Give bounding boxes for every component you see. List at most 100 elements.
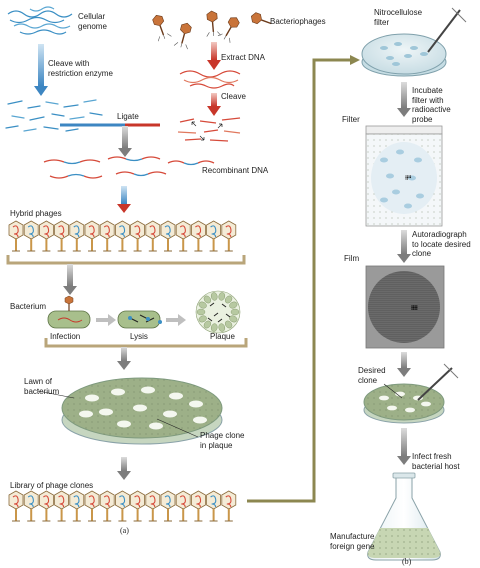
plaque-phage [209, 302, 215, 307]
label-plaque: Plaque [210, 332, 235, 341]
phage-icon [175, 490, 191, 522]
phage-dna-strands [179, 70, 241, 89]
filter-spot [380, 46, 388, 50]
cellular-genome-dna [7, 6, 73, 35]
probe-signal [405, 175, 407, 177]
desired-clone-dish [363, 363, 459, 424]
label-filter: Filter [342, 115, 360, 124]
plaque-leader [156, 418, 199, 438]
film-signal [412, 305, 415, 307]
film-signal [416, 306, 418, 309]
film-signal [416, 305, 418, 307]
phage-icon [206, 490, 222, 522]
phage-icon [160, 490, 176, 522]
label-nitrocellulose-filter: Nitrocellulose filter [374, 8, 423, 27]
infection-cycle [44, 290, 248, 348]
probe-signal [408, 175, 410, 177]
lawn-leader [37, 390, 75, 399]
arrow-to-lawn [117, 347, 131, 370]
lawn-plaque [163, 410, 177, 418]
plaque-cell [218, 323, 226, 332]
arrow-to-library [117, 457, 131, 480]
lawn-plaque [141, 386, 155, 394]
film-signal [412, 308, 415, 310]
label-cellular-genome: Cellular genome [78, 12, 107, 31]
label-hybrid-phages: Hybrid phages [10, 209, 62, 218]
filter-spot [408, 175, 416, 181]
filter-spot [392, 62, 400, 66]
label-cleave: Cleave [221, 92, 246, 101]
phage-icon [190, 490, 206, 522]
arrow-to-desired [397, 352, 411, 377]
arrow-autoradiograph [397, 230, 411, 263]
plaque-phage [213, 312, 219, 317]
bacterium-cell [47, 295, 91, 329]
lawn-plaque [111, 388, 125, 396]
phage-icon [39, 490, 54, 522]
plaque-cell [198, 301, 207, 309]
label-ligate: Ligate [117, 112, 139, 121]
lawn-plaque [85, 394, 99, 402]
label-bacteriophages: Bacteriophages [270, 17, 326, 26]
filter-spot [392, 189, 400, 195]
filter-spot [380, 157, 388, 163]
probe-signal [405, 176, 407, 179]
probe-signal [409, 175, 412, 177]
plaque-cell [224, 295, 233, 304]
plaque-phage [217, 318, 223, 323]
phage-icon [54, 220, 69, 252]
phage-icon [130, 490, 146, 522]
filter-spot [404, 54, 412, 58]
label-extract-dna: Extract DNA [221, 53, 266, 62]
cleaved-phage-dna [177, 117, 241, 142]
label-lysis: Lysis [130, 332, 148, 341]
phage-icon [160, 220, 176, 252]
film-signal [411, 308, 413, 310]
film-square [365, 265, 445, 349]
filter-square [365, 125, 443, 227]
phage-icon [206, 220, 222, 252]
phage-icon [84, 490, 100, 522]
label-bacterium: Bacterium [10, 302, 47, 311]
film-signal [414, 308, 416, 310]
phage-icon [39, 220, 54, 252]
phage-icon [8, 220, 24, 252]
film-signal [411, 305, 413, 307]
label-autoradiograph: Autoradiograph to locate desired clone [412, 230, 471, 258]
lawn-plaque [169, 392, 183, 400]
phage-icon [145, 220, 161, 252]
phage-icon [99, 490, 115, 522]
connector-arrowhead [350, 55, 360, 65]
library-phages-row [8, 490, 237, 522]
label-incubate-filter: Incubate filter with radioactive probe [412, 86, 451, 124]
probe-signal [409, 176, 412, 179]
arrow-to-hybrid-phages [117, 186, 131, 213]
phage-icon [130, 220, 146, 252]
label-infect-fresh-host: Infect fresh bacterial host [412, 452, 460, 471]
label-recombinant-dna: Recombinant DNA [202, 166, 269, 175]
nitrocellulose-dish [361, 7, 467, 77]
desired-plaque [421, 401, 431, 407]
lawn-plaque [79, 410, 93, 418]
label-library-of-phage-clones: Library of phage clones [10, 481, 94, 490]
ligate-bracket [60, 123, 160, 157]
label-infection: Infection [50, 332, 81, 341]
label-cleave-restriction: Cleave with restriction enzyme [48, 59, 113, 78]
filter-spot [410, 46, 418, 50]
plaque-cell [224, 320, 233, 329]
probe-signal [406, 176, 409, 179]
probe-signal [408, 176, 410, 179]
phage-icon [221, 490, 237, 522]
phage-icon [54, 490, 69, 522]
filter-spot [396, 149, 404, 155]
label-phage-clone-in-plaque: Phage clone in plaque [200, 431, 245, 450]
lawn-petri-dish [61, 377, 223, 445]
plaque-cell [203, 320, 212, 329]
filter-spot [386, 56, 394, 60]
plaque-cell [203, 295, 212, 304]
phage-icon [23, 220, 39, 252]
desired-plaque [379, 395, 389, 401]
phage-icon [69, 220, 85, 252]
phage-icon [84, 220, 100, 252]
